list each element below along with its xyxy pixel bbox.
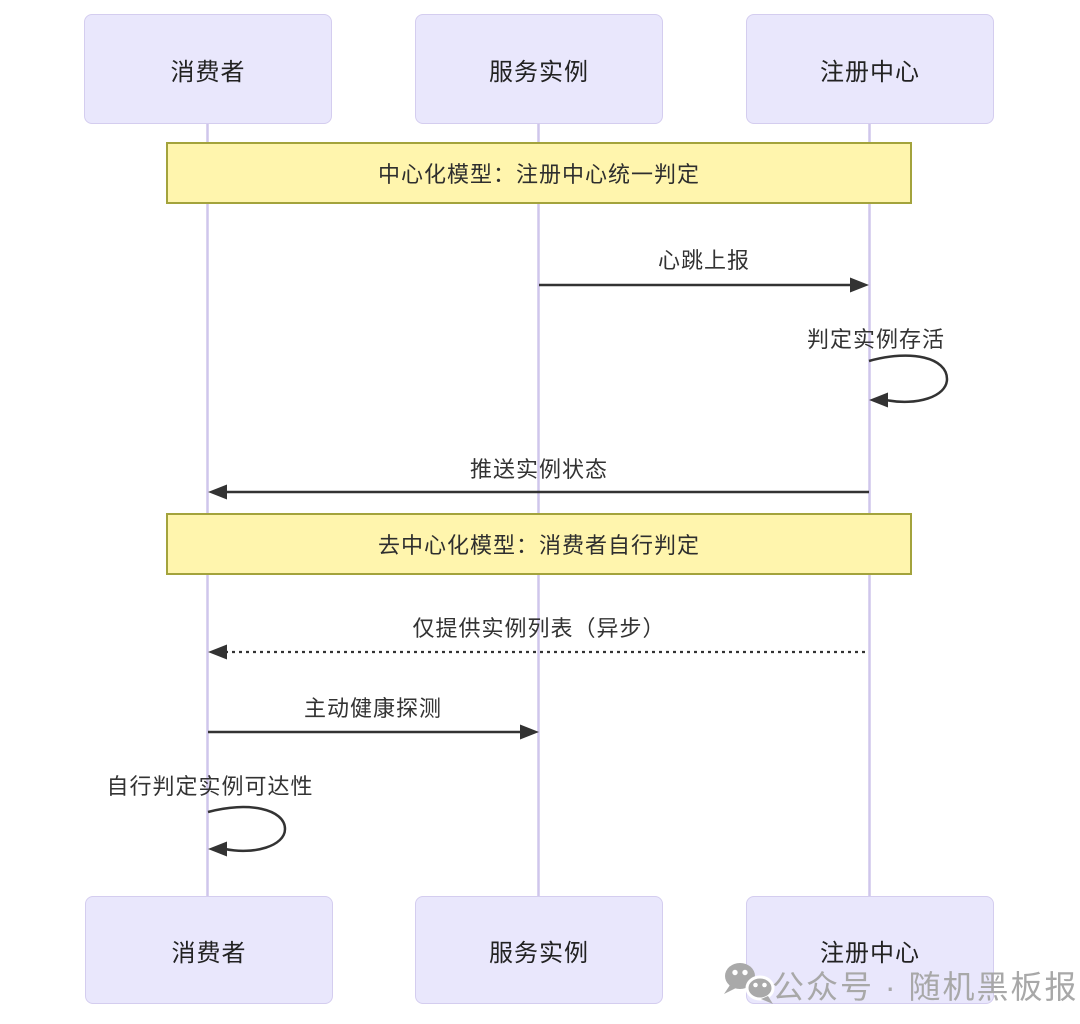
actor-label: 注册中心 xyxy=(820,58,920,86)
arrow-health-probe-head xyxy=(520,724,539,740)
actor-label: 消费者 xyxy=(170,58,246,86)
arrow-push-status-head xyxy=(208,484,227,500)
message-label-self-judge-reachability: 自行判定实例可达性 xyxy=(106,774,314,799)
actor-consumer-top: 消费者 xyxy=(84,14,332,124)
self-loop-consumer xyxy=(207,805,287,853)
message-label-judge-alive: 判定实例存活 xyxy=(806,327,946,352)
actor-registry-bottom: 注册中心 xyxy=(746,896,994,1004)
message-label-instance-list: 仅提供实例列表（异步） xyxy=(412,616,666,641)
self-loop-consumer-head xyxy=(208,841,227,857)
self-loop-registry-head xyxy=(869,392,888,408)
actor-service-top: 服务实例 xyxy=(415,14,663,124)
actor-label: 消费者 xyxy=(171,939,247,967)
self-loop-registry xyxy=(868,354,949,404)
note-decentralized-model: 去中心化模型：消费者自行判定 xyxy=(166,513,912,575)
message-label-health-probe: 主动健康探测 xyxy=(303,696,443,721)
actor-service-bottom: 服务实例 xyxy=(415,896,663,1004)
arrow-instance-list-head xyxy=(208,644,227,660)
arrow-heartbeat-head xyxy=(850,277,869,293)
wechat-icon xyxy=(724,963,775,1004)
actor-registry-top: 注册中心 xyxy=(746,14,994,124)
note-label: 中心化模型：注册中心统一判定 xyxy=(377,162,700,187)
watermark-text: 公众号 · 随机黑板报 xyxy=(772,969,1079,1005)
actor-label: 服务实例 xyxy=(489,58,589,86)
actor-label: 注册中心 xyxy=(820,939,920,967)
message-label-push-status: 推送实例状态 xyxy=(469,457,609,482)
message-label-heartbeat: 心跳上报 xyxy=(657,248,751,273)
note-centralized-model: 中心化模型：注册中心统一判定 xyxy=(166,142,912,204)
actor-consumer-bottom: 消费者 xyxy=(85,896,333,1004)
actor-label: 服务实例 xyxy=(489,939,589,967)
note-label: 去中心化模型：消费者自行判定 xyxy=(377,533,700,558)
